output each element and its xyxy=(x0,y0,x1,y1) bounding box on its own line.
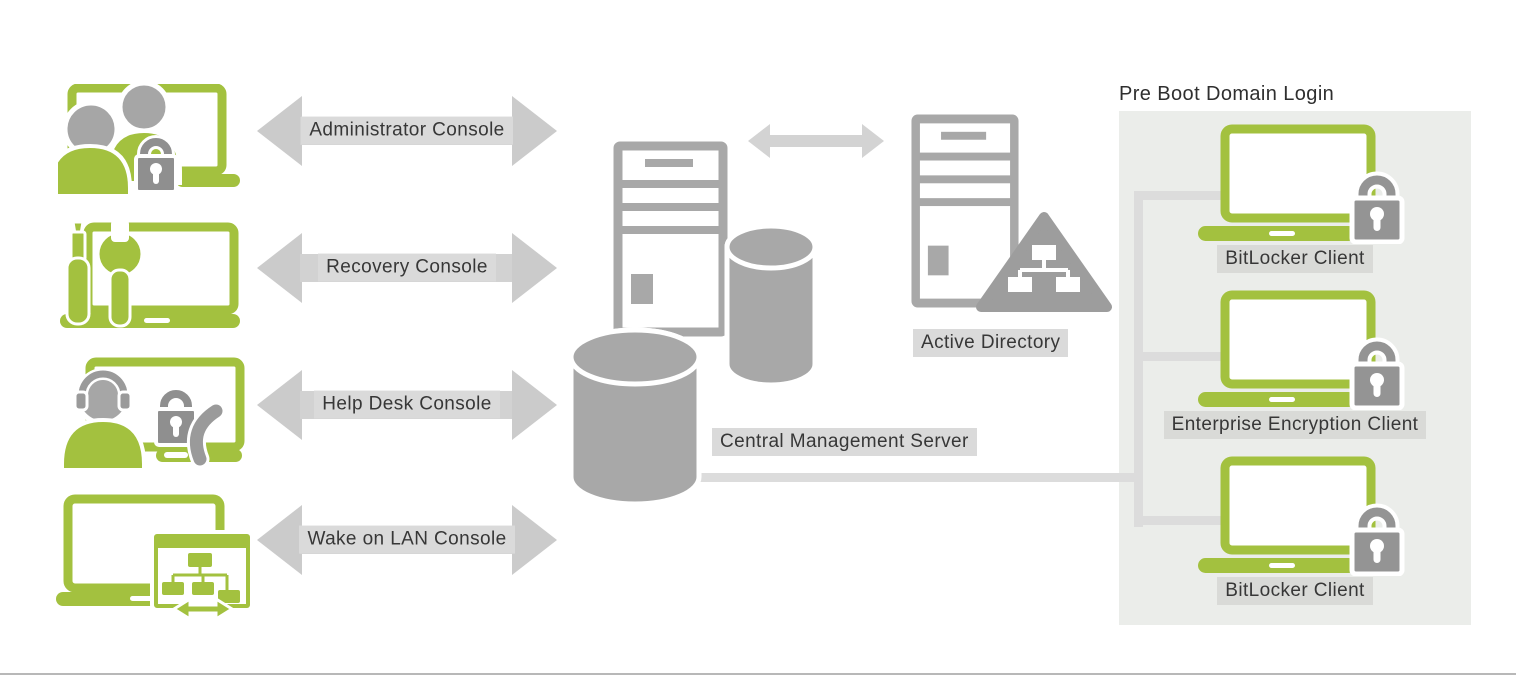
arrow-right-icon xyxy=(512,505,557,575)
active-directory-label: Active Directory xyxy=(913,329,1069,357)
arrow-right-icon xyxy=(512,96,557,166)
preboot-panel-title: Pre Boot Domain Login xyxy=(1119,83,1335,105)
bottom-divider xyxy=(0,673,1516,675)
help-desk-console-arrow: Help Desk Console xyxy=(257,370,557,440)
bitlocker-client-2-label: BitLocker Client xyxy=(1119,577,1471,605)
bitlocker-client-2-label-text: BitLocker Client xyxy=(1217,577,1373,605)
admin-console-label-text: Administrator Console xyxy=(301,116,513,145)
arrow-left-icon xyxy=(257,370,302,440)
recovery-console-label: Recovery Console xyxy=(257,253,557,282)
connector-feed-into-panel xyxy=(1119,473,1143,482)
wake-on-lan-console-label-text: Wake on LAN Console xyxy=(299,525,515,554)
central-server-tower-icon xyxy=(613,141,728,337)
help-desk-console-icon xyxy=(60,357,245,470)
connector-branch-client-2 xyxy=(1134,352,1234,361)
help-desk-console-label: Help Desk Console xyxy=(257,390,557,419)
wake-on-lan-console-arrow: Wake on LAN Console xyxy=(257,505,557,575)
bitlocker-client-1-label-text: BitLocker Client xyxy=(1217,245,1373,273)
arrow-right-icon xyxy=(862,124,884,158)
central-server-label-text: Central Management Server xyxy=(712,428,977,456)
connector-branch-client-3 xyxy=(1134,516,1234,525)
arrow-left-icon xyxy=(257,505,302,575)
connector-server-to-clients xyxy=(698,473,1143,482)
enterprise-encryption-client-laptop-lock-icon xyxy=(1198,290,1405,410)
arrow-right-icon xyxy=(512,370,557,440)
recovery-console-icon xyxy=(60,220,240,328)
admin-console-label: Administrator Console xyxy=(257,116,557,145)
connector-branch-client-1 xyxy=(1134,191,1234,200)
active-directory-tower-icon xyxy=(911,114,1019,308)
database-cylinder-front-icon xyxy=(568,327,702,507)
bitlocker-client-1-label: BitLocker Client xyxy=(1119,245,1471,273)
arrow-left-icon xyxy=(748,124,770,158)
enterprise-encryption-client-label-text: Enterprise Encryption Client xyxy=(1163,411,1427,439)
wake-on-lan-console-label: Wake on LAN Console xyxy=(257,525,557,554)
admin-console-icon xyxy=(58,84,240,196)
active-directory-label-text: Active Directory xyxy=(913,329,1069,357)
recovery-console-arrow: Recovery Console xyxy=(257,233,557,303)
wake-on-lan-console-icon xyxy=(56,494,254,622)
central-server-label: Central Management Server xyxy=(712,428,977,456)
enterprise-encryption-client-label: Enterprise Encryption Client xyxy=(1119,411,1471,439)
admin-console-arrow: Administrator Console xyxy=(257,96,557,166)
arrow-right-icon xyxy=(512,233,557,303)
database-cylinder-rear-icon xyxy=(724,223,818,388)
bitlocker-client-1-laptop-lock-icon xyxy=(1198,124,1405,244)
help-desk-console-label-text: Help Desk Console xyxy=(314,390,500,419)
arrow-left-icon xyxy=(257,233,302,303)
bitlocker-client-2-laptop-lock-icon xyxy=(1198,456,1405,576)
recovery-console-label-text: Recovery Console xyxy=(318,253,496,282)
arrow-left-icon xyxy=(257,96,302,166)
server-ad-sync-arrow xyxy=(748,124,884,158)
directory-tree-triangle-icon xyxy=(976,212,1112,312)
arrow-bar xyxy=(768,135,864,147)
